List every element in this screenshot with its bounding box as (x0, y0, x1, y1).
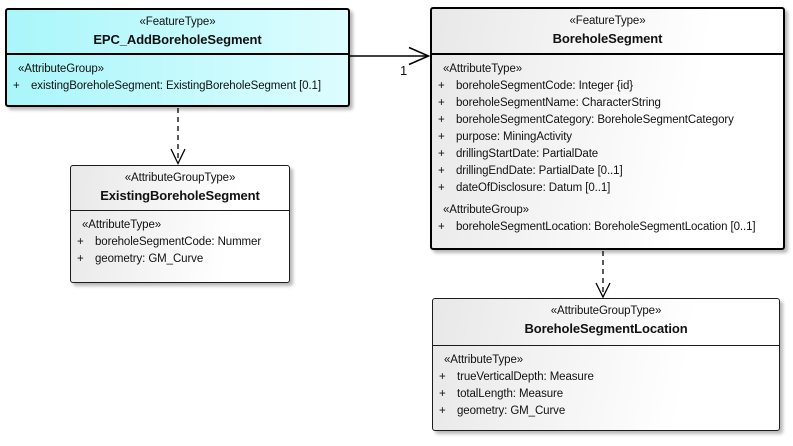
visibility-symbol: + (438, 97, 445, 109)
visibility-symbol: + (438, 221, 445, 233)
visibility-symbol: + (438, 148, 445, 160)
attribute-text: geometry: GM_Curve (95, 253, 204, 265)
attribute-text: boreholeSegmentCode: Integer {id} (456, 80, 633, 92)
class-name: EPC_AddBoreholeSegment (93, 32, 262, 47)
section-stereotype-label: «AttributeGroup» (443, 204, 529, 216)
attribute-row[interactable]: + boreholeSegmentCode: Nummer (71, 234, 289, 251)
class-box-boreholesegmentlocation[interactable]: «AttributeGroupType» BoreholeSegmentLoca… (432, 298, 780, 431)
attribute-text: drillingEndDate: PartialDate [0..1] (456, 165, 623, 177)
class-header: «FeatureType» EPC_AddBoreholeSegment (7, 10, 348, 55)
class-name: BoreholeSegmentLocation (524, 321, 688, 336)
attribute-text: boreholeSegmentCategory: BoreholeSegment… (456, 114, 734, 126)
class-box-epc-addboreholesegment[interactable]: «FeatureType» EPC_AddBoreholeSegment «At… (5, 8, 350, 107)
attribute-row[interactable]: + boreholeSegmentCode: Integer {id} (432, 78, 783, 95)
association-arrow-epc-to-boreholesegment[interactable] (350, 46, 431, 66)
attribute-text: trueVerticalDepth: Measure (457, 371, 594, 383)
attribute-text: existingBoreholeSegment: ExistingBorehol… (31, 80, 321, 92)
attribute-text: boreholeSegmentName: CharacterString (456, 97, 661, 109)
attribute-row[interactable]: + dateOfDisclosure: Datum [0..1] (432, 180, 783, 197)
attribute-text: totalLength: Measure (457, 388, 564, 400)
visibility-symbol: + (438, 80, 445, 92)
attribute-row[interactable]: + trueVerticalDepth: Measure (433, 369, 779, 386)
visibility-symbol: + (77, 236, 84, 248)
attribute-row[interactable]: + totalLength: Measure (433, 386, 779, 403)
attribute-row[interactable]: + existingBoreholeSegment: ExistingBoreh… (7, 78, 348, 95)
section-stereotype-label: «AttributeType» (444, 354, 524, 366)
attribute-row[interactable]: + drillingEndDate: PartialDate [0..1] (432, 163, 783, 180)
attribute-row[interactable]: + drillingStartDate: PartialDate (432, 146, 783, 163)
attributes-compartment: «AttributeType» + boreholeSegmentCode: N… (71, 211, 289, 268)
attributes-compartment: «AttributeGroup» + existingBoreholeSegme… (7, 55, 348, 95)
attribute-row[interactable]: + boreholeSegmentLocation: BoreholeSegme… (432, 219, 783, 236)
class-header: «AttributeGroupType» ExistingBoreholeSeg… (71, 166, 289, 211)
class-box-boreholesegment[interactable]: «FeatureType» BoreholeSegment «Attribute… (430, 7, 785, 250)
stereotype-label: «FeatureType» (569, 15, 646, 27)
attributes-compartment: «AttributeType» + trueVerticalDepth: Mea… (433, 346, 779, 420)
stereotype-label: «AttributeGroupType» (124, 172, 236, 184)
visibility-symbol: + (438, 114, 445, 126)
visibility-symbol: + (438, 182, 445, 194)
attribute-text: dateOfDisclosure: Datum [0..1] (456, 182, 611, 194)
attribute-text: boreholeSegmentCode: Nummer (95, 236, 262, 248)
multiplicity-label: 1 (400, 63, 408, 78)
attribute-row[interactable]: + boreholeSegmentCategory: BoreholeSegme… (432, 112, 783, 129)
class-name: BoreholeSegment (552, 31, 663, 46)
class-name: ExistingBoreholeSegment (100, 188, 260, 203)
section-stereotype-label: «AttributeGroup» (18, 63, 104, 75)
attribute-row[interactable]: + geometry: GM_Curve (433, 403, 779, 420)
visibility-symbol: + (438, 165, 445, 177)
attribute-text: boreholeSegmentLocation: BoreholeSegment… (456, 221, 756, 233)
attribute-text: geometry: GM_Curve (457, 405, 566, 417)
visibility-symbol: + (13, 80, 20, 92)
stereotype-label: «FeatureType» (139, 16, 216, 28)
visibility-symbol: + (77, 253, 84, 265)
visibility-symbol: + (439, 405, 446, 417)
visibility-symbol: + (438, 131, 445, 143)
dependency-arrow-epc-to-existingboreholesegment[interactable] (170, 108, 186, 165)
attribute-text: drillingStartDate: PartialDate (456, 148, 599, 160)
class-header: «AttributeGroupType» BoreholeSegmentLoca… (433, 299, 779, 346)
visibility-symbol: + (439, 371, 446, 383)
visibility-symbol: + (439, 388, 446, 400)
attribute-row[interactable]: + purpose: MiningActivity (432, 129, 783, 146)
class-box-existingboreholesegment[interactable]: «AttributeGroupType» ExistingBoreholeSeg… (70, 165, 290, 283)
stereotype-label: «AttributeGroupType» (550, 305, 662, 317)
dependency-arrow-boreholesegment-to-location[interactable] (595, 251, 611, 299)
attributes-compartment: «AttributeType» + boreholeSegmentCode: I… (432, 55, 783, 236)
class-header: «FeatureType» BoreholeSegment (432, 9, 783, 55)
attribute-text: purpose: MiningActivity (456, 131, 572, 143)
section-stereotype-label: «AttributeType» (443, 63, 523, 75)
attribute-row[interactable]: + boreholeSegmentName: CharacterString (432, 95, 783, 112)
attribute-row[interactable]: + geometry: GM_Curve (71, 251, 289, 268)
section-stereotype-label: «AttributeType» (82, 219, 162, 231)
